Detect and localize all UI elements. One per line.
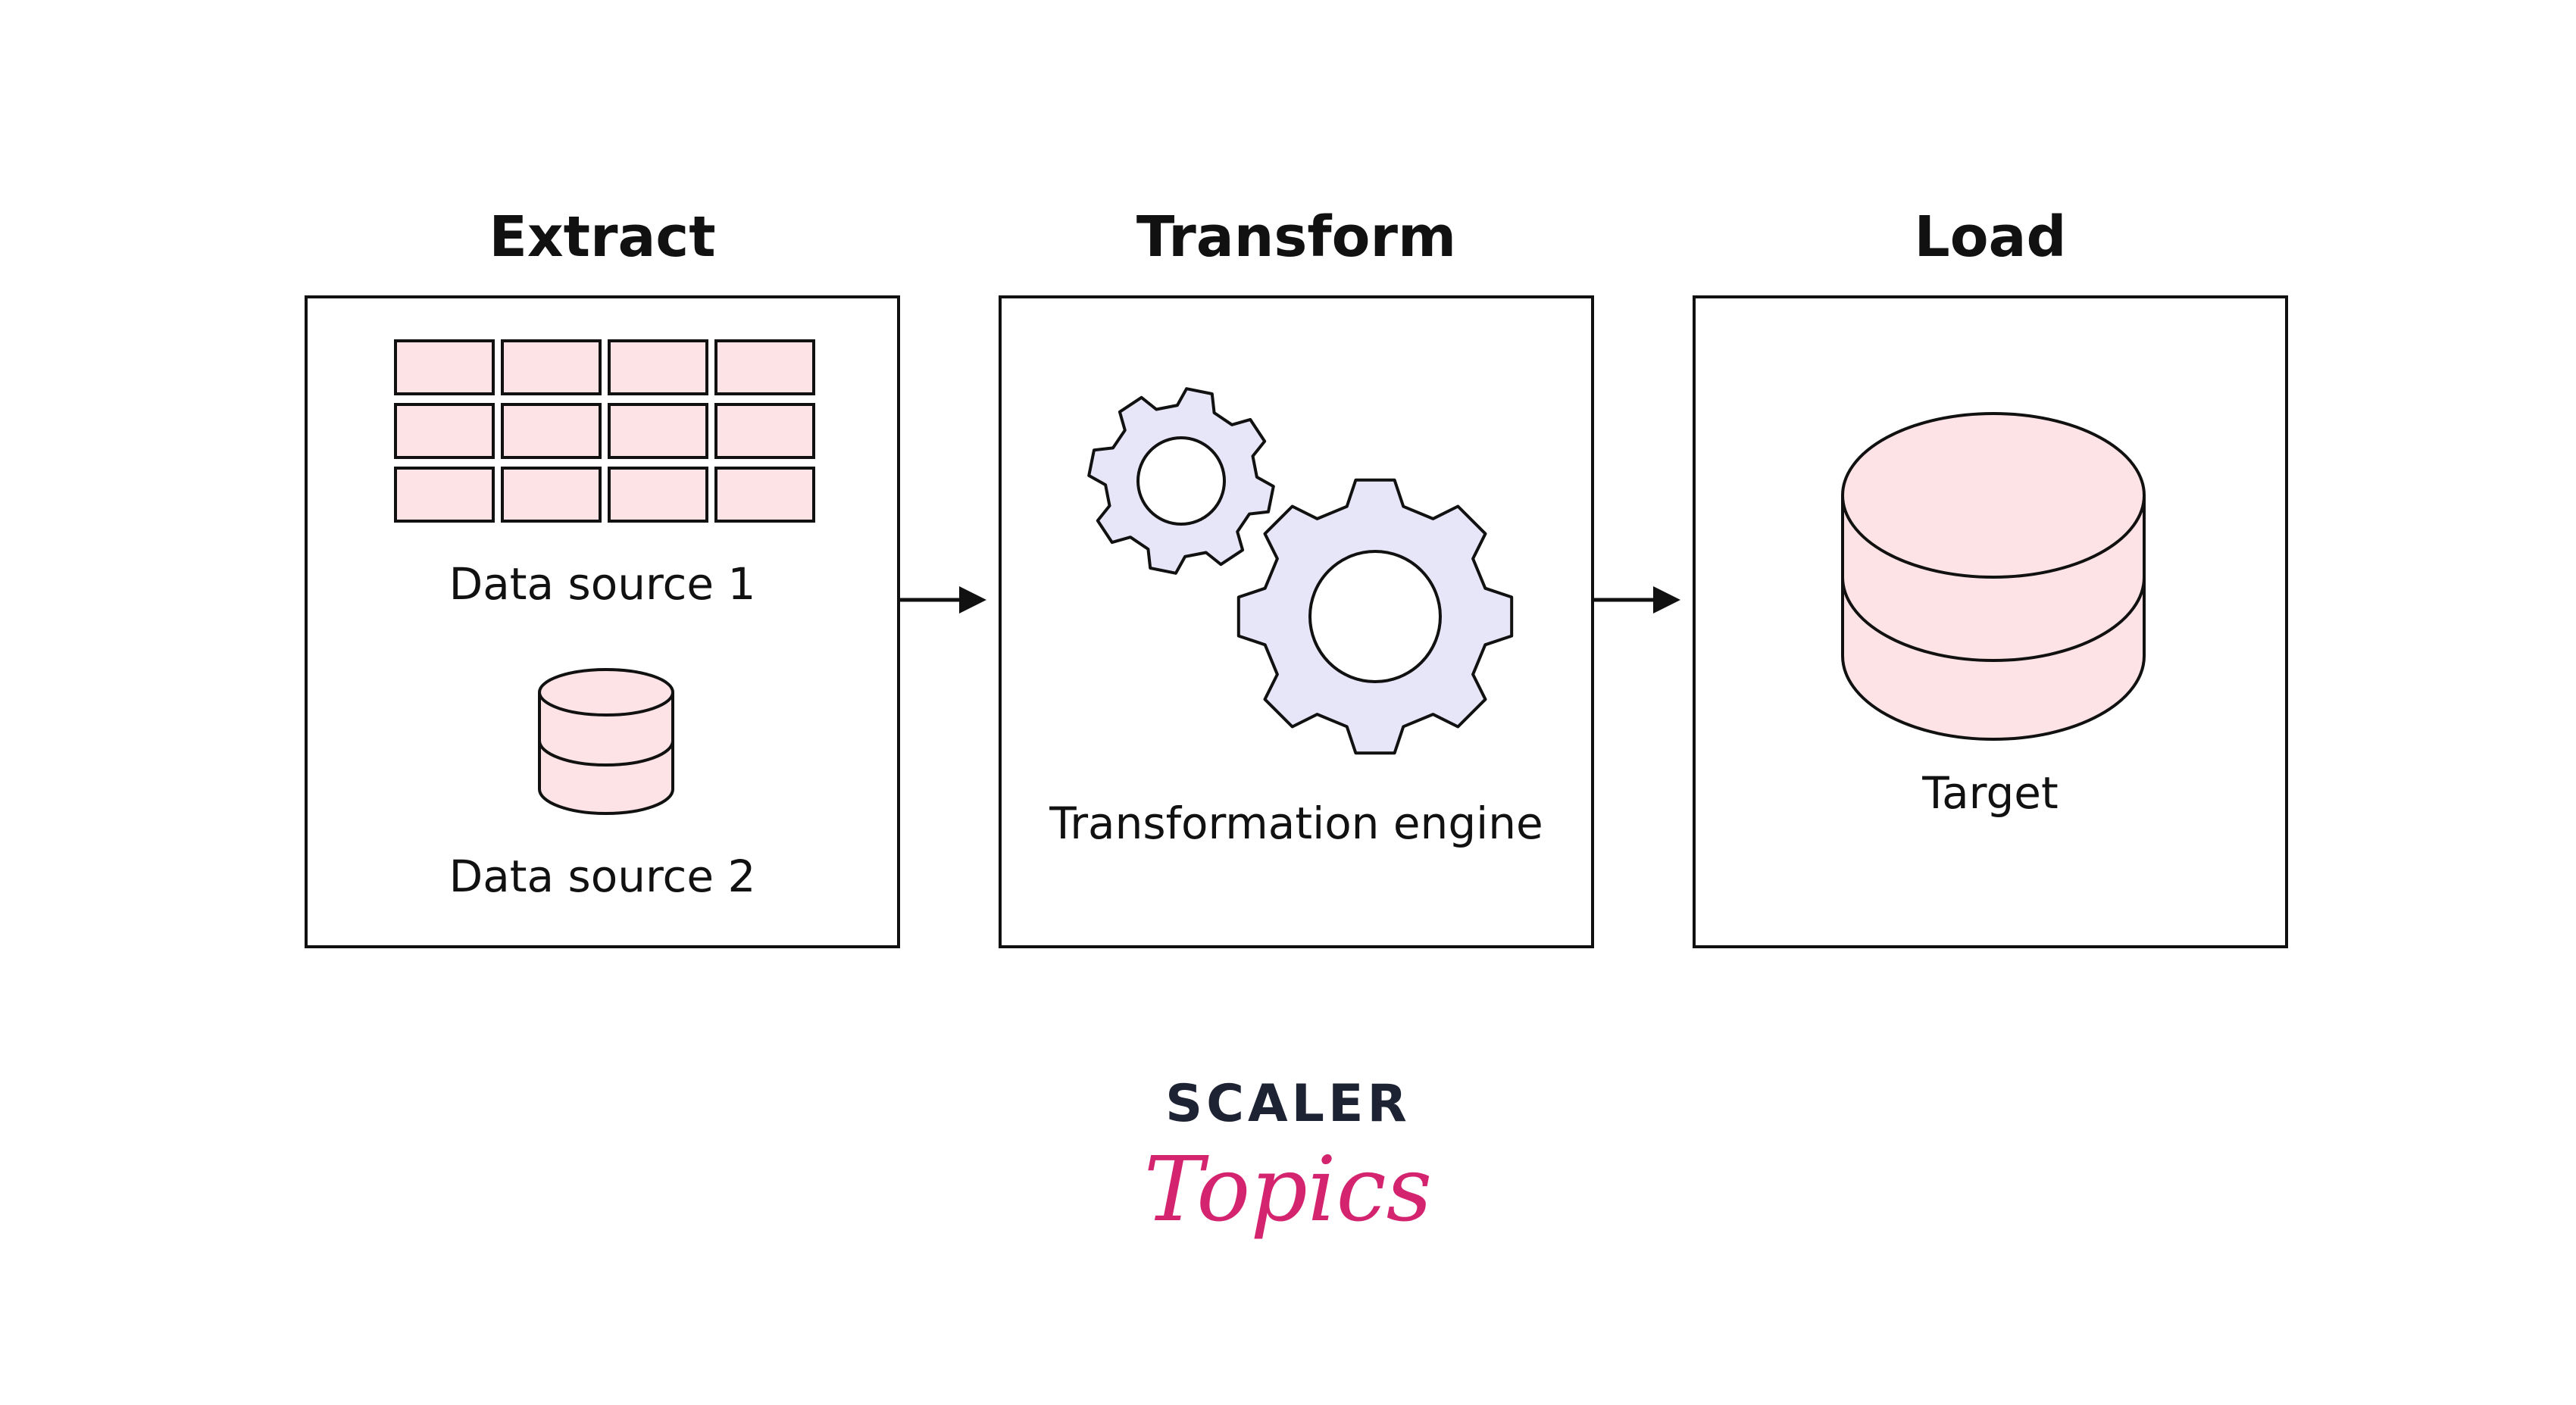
extract-box: Data source 1 Data source 2 — [305, 295, 900, 948]
arrow-right-icon — [900, 586, 986, 614]
data-source-1-label: Data source 1 — [449, 558, 756, 610]
gear-hole — [1136, 436, 1226, 526]
gears-icon — [1087, 387, 1514, 755]
extract-title: Extract — [489, 205, 716, 270]
logo-topics-text: Topics — [1143, 1137, 1433, 1241]
transformation-engine-label: Transformation engine — [1049, 798, 1543, 849]
arrow-right-icon — [1594, 586, 1680, 614]
logo-scaler-text: SCALER — [1165, 1074, 1411, 1134]
load-box: Target — [1693, 295, 2288, 948]
load-title: Load — [1914, 205, 2067, 270]
transform-title: Transform — [1136, 205, 1457, 270]
table-grid-icon — [394, 339, 815, 523]
target-label: Target — [1922, 767, 2059, 819]
database-icon — [1841, 412, 2146, 741]
transform-box: Transformation engine — [999, 295, 1594, 948]
gear-hole — [1308, 550, 1442, 683]
data-source-2-label: Data source 2 — [449, 851, 756, 902]
database-icon — [538, 668, 674, 815]
